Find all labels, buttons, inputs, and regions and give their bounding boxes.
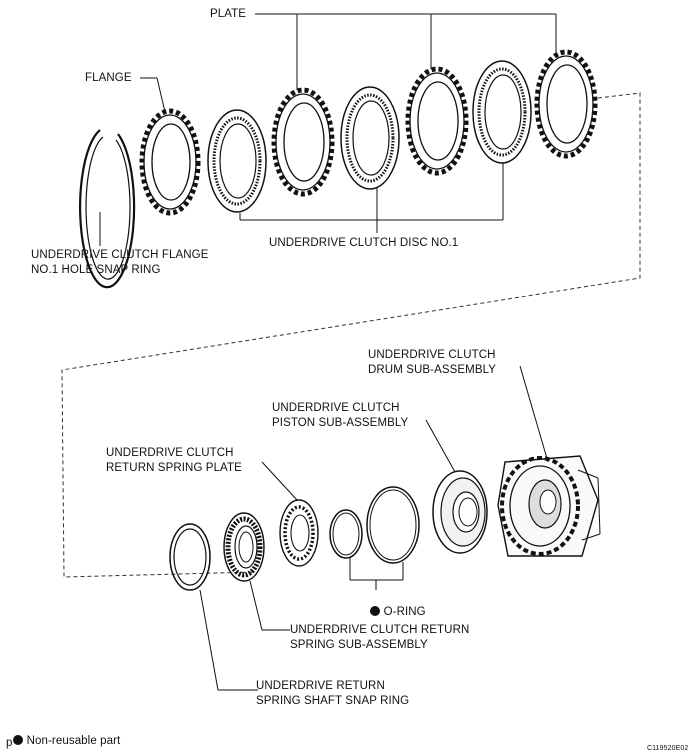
flange-label: FLANGE xyxy=(85,72,132,84)
clutch-disc-3 xyxy=(472,60,532,164)
flange-part xyxy=(139,108,201,216)
return-spring-plate-label: UNDERDRIVE CLUTCH RETURN SPRING PLATE xyxy=(106,447,242,474)
corner-mark: p xyxy=(6,737,13,749)
drum-label: UNDERDRIVE CLUTCH DRUM SUB-ASSEMBLY xyxy=(368,349,497,376)
o-ring-label-text: O-RING xyxy=(383,606,426,618)
figure-code: C119520E02 xyxy=(647,745,689,752)
flange-snap-ring-label: UNDERDRIVE CLUTCH FLANGE NO.1 HOLE SNAP … xyxy=(31,249,209,276)
return-spring-assy-label: UNDERDRIVE CLUTCH RETURN SPRING SUB-ASSE… xyxy=(290,624,470,651)
flange-snap-ring-part xyxy=(79,129,136,289)
clutch-plate-3 xyxy=(534,49,598,159)
clutch-plate-2 xyxy=(405,66,469,176)
legend-dot-icon xyxy=(12,735,23,745)
plate-label: PLATE xyxy=(210,8,247,20)
clutch-plate-1 xyxy=(271,87,335,197)
shaft-snap-ring-leader-lines xyxy=(199,589,258,691)
return-spring-plate-leader-line xyxy=(261,461,298,501)
disc-leader-lines xyxy=(239,163,504,233)
drum-sub-assembly-part xyxy=(497,455,601,557)
piston-label: UNDERDRIVE CLUTCH PISTON SUB-ASSEMBLY xyxy=(272,402,409,429)
piston-leader-line xyxy=(425,419,456,473)
piston-sub-assembly-part xyxy=(432,470,488,554)
o-ring-leader-lines xyxy=(349,558,404,590)
legend-non-reusable: Non-reusable part xyxy=(6,719,120,749)
o-ring-large-part xyxy=(366,486,420,564)
o-ring-label: O-RING xyxy=(363,590,426,620)
dashed-connector xyxy=(61,92,641,578)
clutch-disc-2 xyxy=(340,86,400,190)
o-ring-small-part xyxy=(329,509,363,559)
clutch-disc-1 xyxy=(207,109,267,213)
return-spring-assy-leader-lines xyxy=(249,580,290,631)
plate-leader-lines xyxy=(255,13,557,90)
disc-label: UNDERDRIVE CLUTCH DISC NO.1 xyxy=(269,237,459,249)
return-spring-sub-assembly-part xyxy=(223,512,265,582)
flange-leader-line-2 xyxy=(156,77,166,113)
return-spring-plate-part xyxy=(279,499,319,567)
shaft-snap-ring-label: UNDERDRIVE RETURN SPRING SHAFT SNAP RING xyxy=(256,680,410,707)
legend-non-reusable-text: Non-reusable part xyxy=(26,735,121,747)
drum-leader-line xyxy=(519,365,549,463)
non-reusable-dot-icon xyxy=(369,606,380,616)
shaft-snap-ring-part xyxy=(169,523,211,591)
